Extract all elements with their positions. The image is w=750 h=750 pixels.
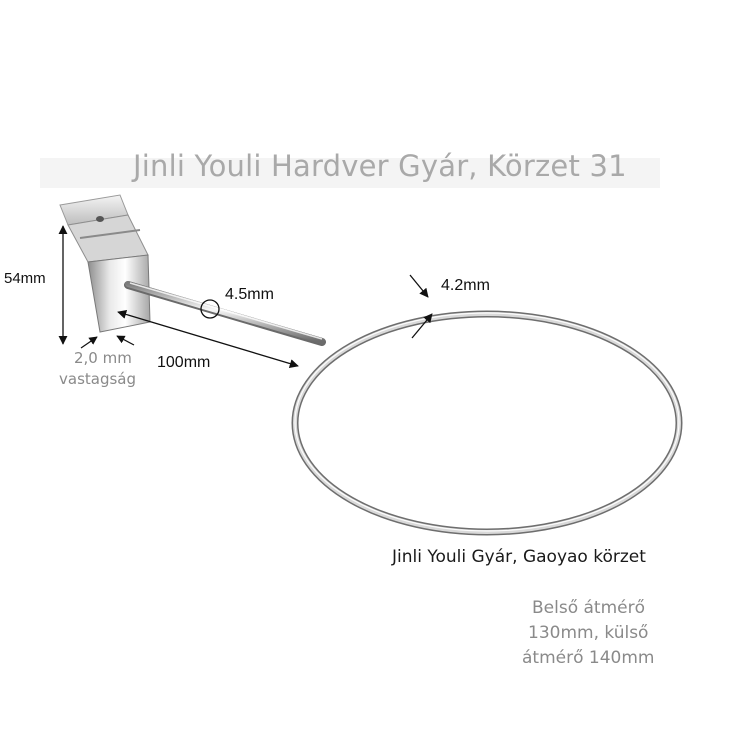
factory-caption: Jinli Youli Gyár, Gaoyao körzet	[392, 547, 646, 567]
rod-diameter-label: 4.5mm	[225, 286, 274, 303]
arm-length-label: 100mm	[157, 354, 211, 371]
title-backdrop	[40, 158, 660, 188]
thickness-value-label: 2,0 mm	[74, 349, 132, 367]
dimension-100mm	[117, 309, 299, 369]
height-label: 54mm	[4, 270, 46, 287]
dimension-thickness	[80, 335, 135, 349]
spec-note-line-2: 130mm, külső	[528, 623, 649, 643]
dimension-rod-diameter	[200, 299, 220, 319]
spec-note-line-3: átmérő 140mm	[522, 648, 655, 668]
spec-note-line-1: Belső átmérő	[532, 598, 645, 618]
ring-wire-label: 4.2mm	[441, 277, 490, 294]
watermark-title: Jinli Youli Hardver Gyár, Körzet 31	[133, 149, 627, 183]
slatwall-bracket	[59, 194, 151, 333]
thickness-word-label: vastagság	[59, 370, 137, 388]
display-ring	[291, 310, 683, 536]
dimension-ring-wire	[409, 274, 433, 339]
